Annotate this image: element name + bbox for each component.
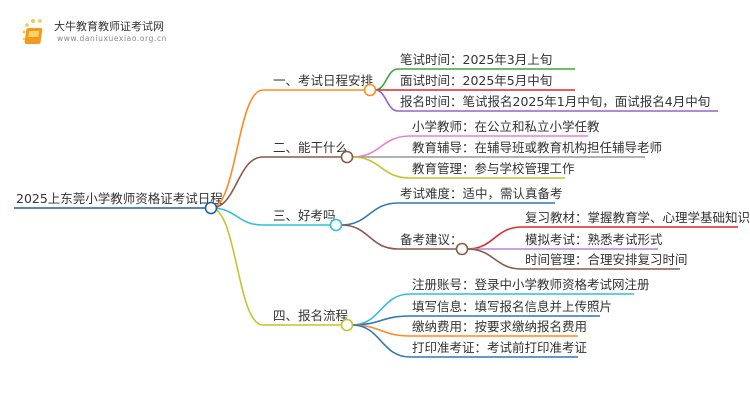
child-node[interactable]: 小学教师：在公立和私立小学任教 [412, 119, 600, 134]
collapse-toggle-node[interactable] [329, 218, 343, 232]
branch-node[interactable]: 三、好考吗 [273, 208, 336, 223]
child-node[interactable]: 面试时间：2025年5月中旬 [400, 73, 552, 88]
child-node[interactable]: 教育管理：参与学校管理工作 [412, 161, 575, 176]
branch-node[interactable]: 二、能干什么 [273, 140, 348, 155]
child-node[interactable]: 注册账号：登录中小学教师资格考试网注册 [412, 277, 650, 292]
branch-node[interactable]: 一、考试日程安排 [273, 73, 374, 88]
collapse-toggle-node[interactable] [340, 150, 354, 164]
child-connector [340, 224, 399, 250]
grandchild-connector [466, 248, 523, 270]
child-node[interactable]: 教育辅导：在辅导班或教育机构担任辅导老师 [412, 140, 662, 155]
collapse-toggle-node[interactable] [363, 83, 377, 97]
logo-url: www.daniuxuexiao.org.cn [57, 34, 168, 43]
grandchild-node[interactable]: 复习教材：掌握教育学、心理学基础知识 [525, 210, 750, 225]
child-node[interactable]: 报名时间：笔试报名2025年1月中旬，面试报名4月中旬 [400, 94, 710, 109]
grandchild-node[interactable]: 时间管理：合理安排复习时间 [525, 252, 688, 267]
child-connector [374, 89, 399, 112]
child-connector [351, 324, 411, 358]
branch-connector [210, 89, 264, 209]
logo-title: 大牛教育教师证考试网 [54, 20, 164, 33]
child-connector [351, 135, 411, 158]
grandchild-node[interactable]: 模拟考试：熟悉考试形式 [525, 232, 663, 247]
branch-connector [210, 207, 264, 226]
child-connector [340, 202, 399, 226]
child-node[interactable]: 缴纳费用：按要求缴纳报名费用 [412, 319, 587, 334]
branch-node[interactable]: 四、报名流程 [273, 308, 349, 323]
child-connector [351, 156, 411, 179]
child-node[interactable]: 打印准考证：考试前打印准考证 [412, 340, 588, 355]
branch-connector [210, 207, 264, 326]
collapse-toggle-node[interactable] [340, 318, 354, 332]
root-node-label: 2025上东莞小学教师资格证考试日程 [16, 191, 223, 206]
collapse-toggle-node[interactable] [455, 242, 469, 256]
child-node[interactable]: 考试难度：适中，需认真备考 [400, 186, 563, 201]
child-connector [374, 68, 399, 91]
child-node[interactable]: 备考建议： [400, 232, 463, 247]
child-node[interactable]: 笔试时间：2025年3月上旬 [400, 52, 552, 67]
branch-connector [210, 156, 264, 209]
grandchild-connector [466, 226, 523, 250]
root-collapse-toggle-node[interactable] [204, 201, 218, 215]
child-node[interactable]: 填写信息：填写报名信息并上传照片 [412, 299, 612, 314]
